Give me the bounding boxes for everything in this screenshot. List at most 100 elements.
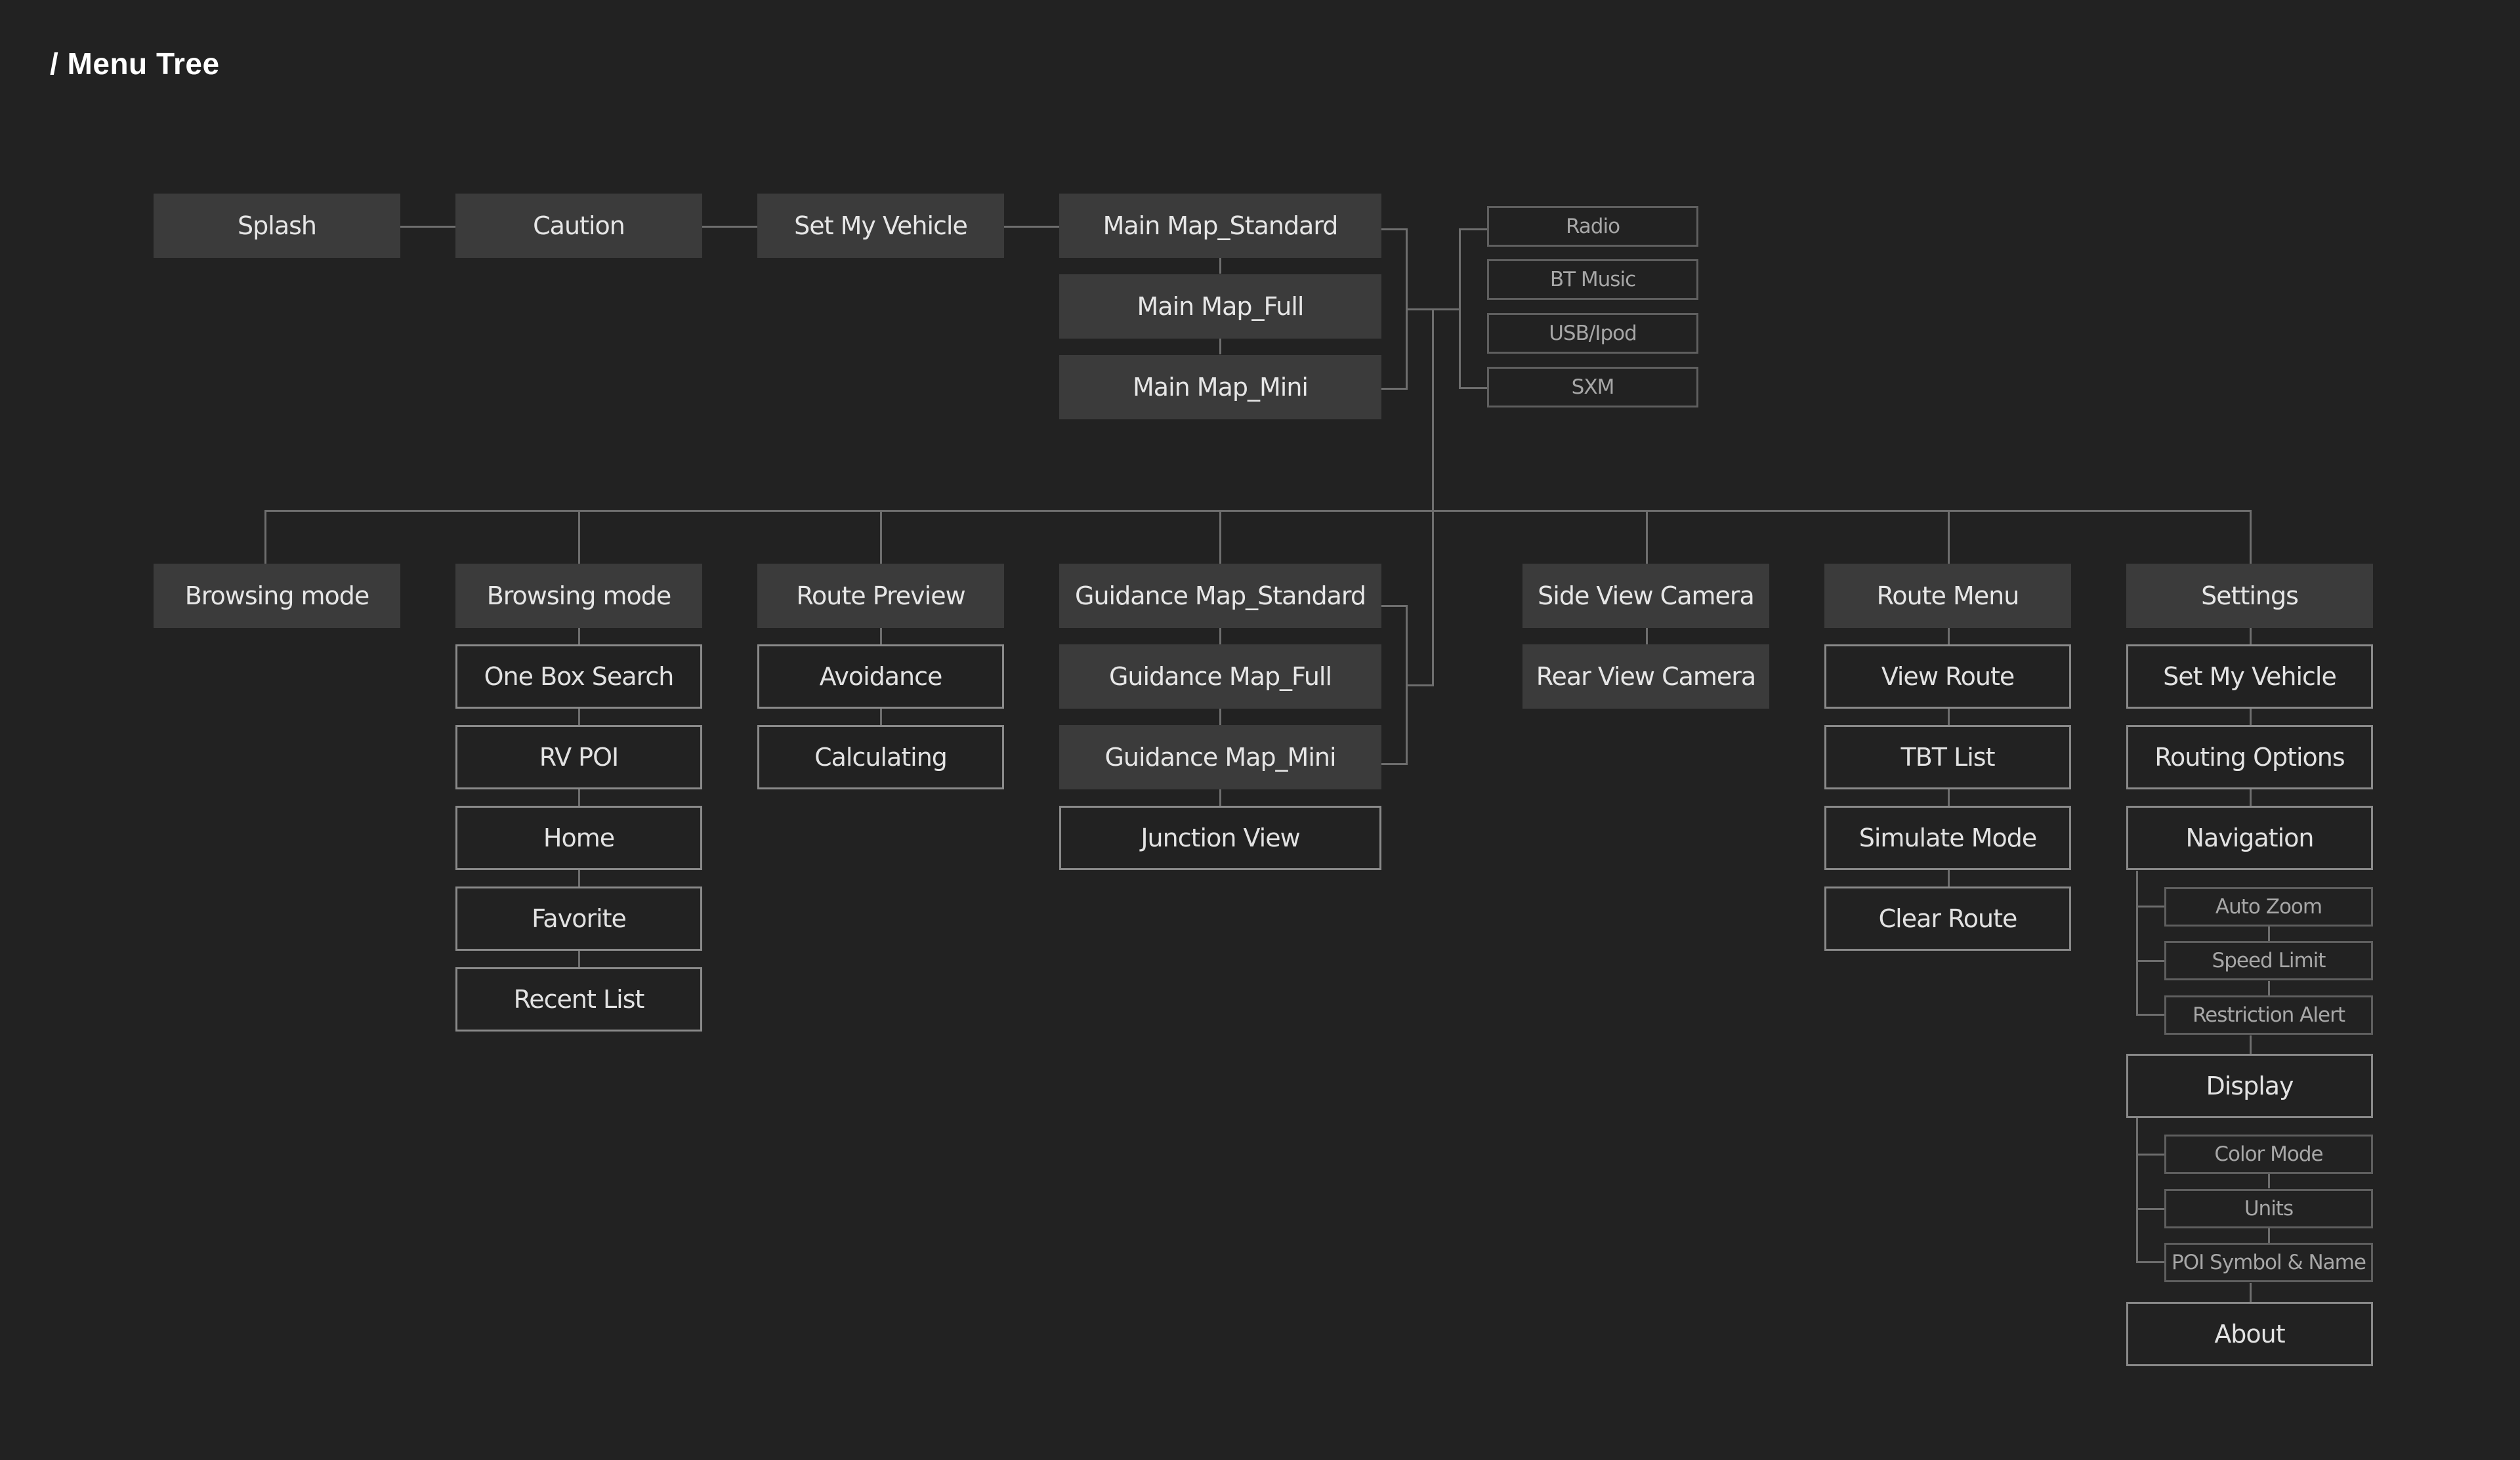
connector (2250, 1283, 2252, 1303)
node-main-map-full: Main Map_Full (1059, 274, 1381, 339)
connector (1219, 707, 1221, 726)
connector (2136, 871, 2138, 1016)
node-route-preview: Route Preview (757, 564, 1004, 628)
connector (578, 707, 580, 726)
connector (1459, 228, 1487, 230)
node-junction-view: Junction View (1059, 806, 1381, 870)
connector (702, 226, 757, 228)
connector (2250, 627, 2252, 645)
node-browsing-mode-1: Browsing mode (154, 564, 400, 628)
node-settings-set-my-vehicle: Set My Vehicle (2126, 644, 2373, 709)
node-avoidance: Avoidance (757, 644, 1004, 709)
connector (2250, 1035, 2252, 1055)
node-sxm: SXM (1487, 367, 1698, 407)
node-radio: Radio (1487, 206, 1698, 247)
connector (578, 869, 580, 887)
node-poi-symbol-name: POI Symbol & Name (2164, 1243, 2373, 1282)
connector (1381, 228, 1408, 230)
connector (578, 627, 580, 645)
node-auto-zoom: Auto Zoom (2164, 887, 2373, 927)
node-main-map-standard: Main Map_Standard (1059, 194, 1381, 258)
connector (2268, 927, 2270, 941)
connector (578, 510, 580, 564)
connector (2250, 788, 2252, 806)
connector (1219, 627, 1221, 645)
connector (1219, 510, 1221, 564)
connector (1948, 869, 1950, 887)
node-bt-music: BT Music (1487, 259, 1698, 300)
node-clear-route: Clear Route (1824, 886, 2071, 951)
connector (400, 226, 455, 228)
connector (880, 627, 882, 645)
node-set-my-vehicle: Set My Vehicle (757, 194, 1004, 258)
connector (2136, 1261, 2164, 1263)
node-guidance-map-standard: Guidance Map_Standard (1059, 564, 1381, 628)
node-home: Home (455, 806, 702, 870)
connector (2136, 1154, 2164, 1156)
connector (1219, 788, 1221, 806)
connector (1459, 387, 1487, 389)
page-title: / Menu Tree (50, 47, 220, 81)
node-tbt-list: TBT List (1824, 725, 2071, 789)
node-recent-list: Recent List (455, 967, 702, 1032)
node-splash: Splash (154, 194, 400, 258)
connector (2268, 1174, 2270, 1188)
node-guidance-map-mini: Guidance Map_Mini (1059, 725, 1381, 789)
connector (2136, 1208, 2164, 1210)
connector (2136, 1014, 2164, 1016)
node-guidance-map-full: Guidance Map_Full (1059, 644, 1381, 709)
connector (1219, 339, 1221, 354)
node-view-route: View Route (1824, 644, 2071, 709)
connector (1432, 308, 1434, 511)
node-display: Display (2126, 1054, 2373, 1118)
node-restriction-alert: Restriction Alert (2164, 995, 2373, 1035)
node-calculating: Calculating (757, 725, 1004, 789)
connector (264, 510, 266, 564)
connector (880, 510, 882, 564)
node-main-map-mini: Main Map_Mini (1059, 355, 1381, 419)
connector (2268, 981, 2270, 995)
node-usb-ipod: USB/Ipod (1487, 313, 1698, 354)
connector (578, 949, 580, 968)
connector (1381, 388, 1408, 390)
connector (1948, 707, 1950, 726)
node-simulate-mode: Simulate Mode (1824, 806, 2071, 870)
connector (2250, 510, 2252, 564)
connector (2136, 1118, 2138, 1263)
node-browsing-mode-2: Browsing mode (455, 564, 702, 628)
connector (1459, 228, 1461, 388)
node-routing-options: Routing Options (2126, 725, 2373, 789)
connector (578, 788, 580, 806)
connector (1948, 788, 1950, 806)
node-route-menu: Route Menu (1824, 564, 2071, 628)
connector (2268, 1228, 2270, 1243)
connector (264, 510, 2252, 512)
connector (2250, 707, 2252, 726)
connector (1646, 510, 1648, 564)
connector (1948, 510, 1950, 564)
connector (1381, 763, 1408, 765)
node-rv-poi: RV POI (455, 725, 702, 789)
connector (2136, 960, 2164, 962)
connector (1219, 258, 1221, 274)
node-side-view-camera: Side View Camera (1522, 564, 1769, 628)
node-color-mode: Color Mode (2164, 1135, 2373, 1174)
node-one-box-search: One Box Search (455, 644, 702, 709)
connector (1004, 226, 1059, 228)
node-navigation: Navigation (2126, 806, 2373, 870)
node-settings: Settings (2126, 564, 2373, 628)
node-units: Units (2164, 1189, 2373, 1228)
connector (880, 707, 882, 726)
connector (1432, 510, 1434, 686)
connector (1381, 605, 1408, 607)
node-caution: Caution (455, 194, 702, 258)
connector (1646, 627, 1648, 645)
node-favorite: Favorite (455, 886, 702, 951)
node-about: About (2126, 1302, 2373, 1366)
node-speed-limit: Speed Limit (2164, 941, 2373, 980)
connector (2136, 906, 2164, 907)
connector (1406, 684, 1434, 686)
connector (1948, 627, 1950, 645)
node-rear-view-camera: Rear View Camera (1522, 644, 1769, 709)
